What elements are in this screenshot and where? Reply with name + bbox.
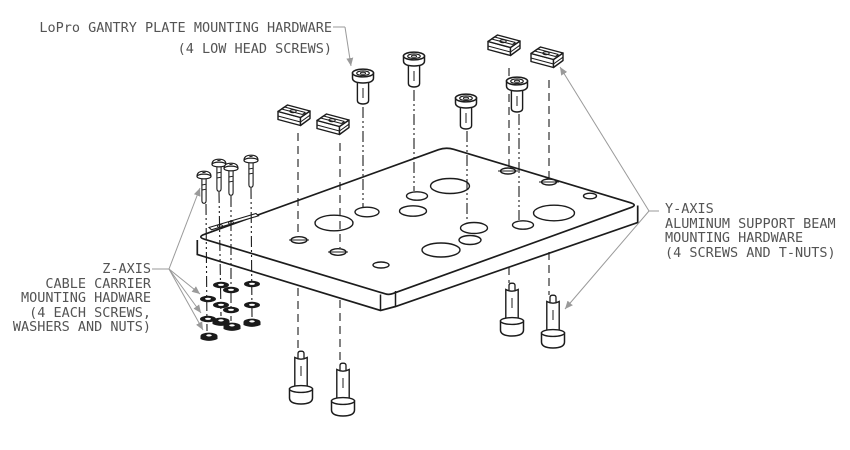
washer (213, 301, 229, 309)
callout-line: Z-AXIS (102, 261, 151, 277)
center-lines (205, 68, 550, 363)
t-nut (277, 104, 311, 127)
low-head-screw (454, 93, 478, 130)
low-head-screw (402, 51, 426, 88)
washer (223, 286, 239, 294)
leader-line (344, 26, 354, 67)
center-line (297, 68, 550, 363)
callout-line: MOUNTING HARDWARE (665, 230, 804, 246)
pan-head-screw (243, 154, 259, 188)
plate-hole (405, 191, 429, 201)
callout-line: (4 EACH SCREWS, (29, 304, 151, 321)
callout-line: MOUNTING HADWARE (20, 290, 151, 306)
washer (244, 301, 260, 309)
socket-head-screw (540, 294, 566, 349)
plate-hole (511, 220, 535, 230)
leader-line (559, 66, 650, 212)
socket-head-screw (499, 282, 525, 337)
low-head-screw (351, 68, 375, 105)
plate-hole (582, 192, 598, 200)
gantry-plate (196, 147, 639, 312)
callout-line: WASHERS AND NUTS) (12, 319, 151, 335)
washer (223, 306, 239, 314)
t-nut (530, 46, 564, 69)
socket-head-screw (288, 350, 314, 405)
washer (200, 295, 216, 303)
callout-line: LoPro GANTRY PLATE MOUNTING HARDWARE (39, 20, 332, 36)
plate-hole (354, 206, 380, 218)
leader-line (168, 187, 201, 270)
callout-gantry-plate-hardware: LoPro GANTRY PLATE MOUNTING HARDWARE (4 … (39, 18, 332, 60)
pan-head-screw (223, 162, 239, 196)
washer (213, 281, 229, 289)
plate-hole (372, 261, 390, 269)
plate-hole (532, 204, 576, 222)
t-nut (487, 34, 521, 57)
low-head-screw (505, 76, 529, 113)
callout-y-axis-hardware: Y-AXIS ALUMINUM SUPPORT BEAM MOUNTING HA… (665, 202, 836, 260)
hex-nut (243, 318, 261, 327)
plate-hole (458, 234, 482, 246)
plate-hole (459, 221, 489, 235)
plate-hole (421, 242, 461, 258)
washer (244, 280, 260, 288)
socket-head-screw (330, 362, 356, 417)
pan-head-screw (196, 170, 212, 204)
plate-hole (429, 177, 471, 195)
plate-hole (314, 214, 354, 232)
callout-z-axis-hardware: Z-AXIS CABLE CARRIER MOUNTING HADWARE (4… (13, 262, 151, 335)
leader-lines (152, 26, 659, 331)
callout-line: ALUMINUM SUPPORT BEAM (665, 215, 836, 232)
t-nut (316, 113, 350, 136)
pan-head-screw (211, 158, 227, 192)
plate-hole (398, 205, 428, 217)
center-line (205, 90, 520, 332)
leader-line (168, 268, 202, 314)
plate-holes (289, 167, 598, 269)
hex-nut (200, 332, 218, 341)
callout-line: (4 LOW HEAD SCREWS) (177, 41, 332, 57)
callout-line: CABLE CARRIER (45, 275, 151, 292)
hex-nut (223, 322, 241, 331)
callout-line: (4 SCREWS AND T-NUTS) (665, 244, 836, 261)
leader-line (168, 268, 201, 295)
leader-line (564, 210, 650, 310)
leader-line (168, 268, 204, 331)
callout-line: Y-AXIS (665, 201, 714, 217)
